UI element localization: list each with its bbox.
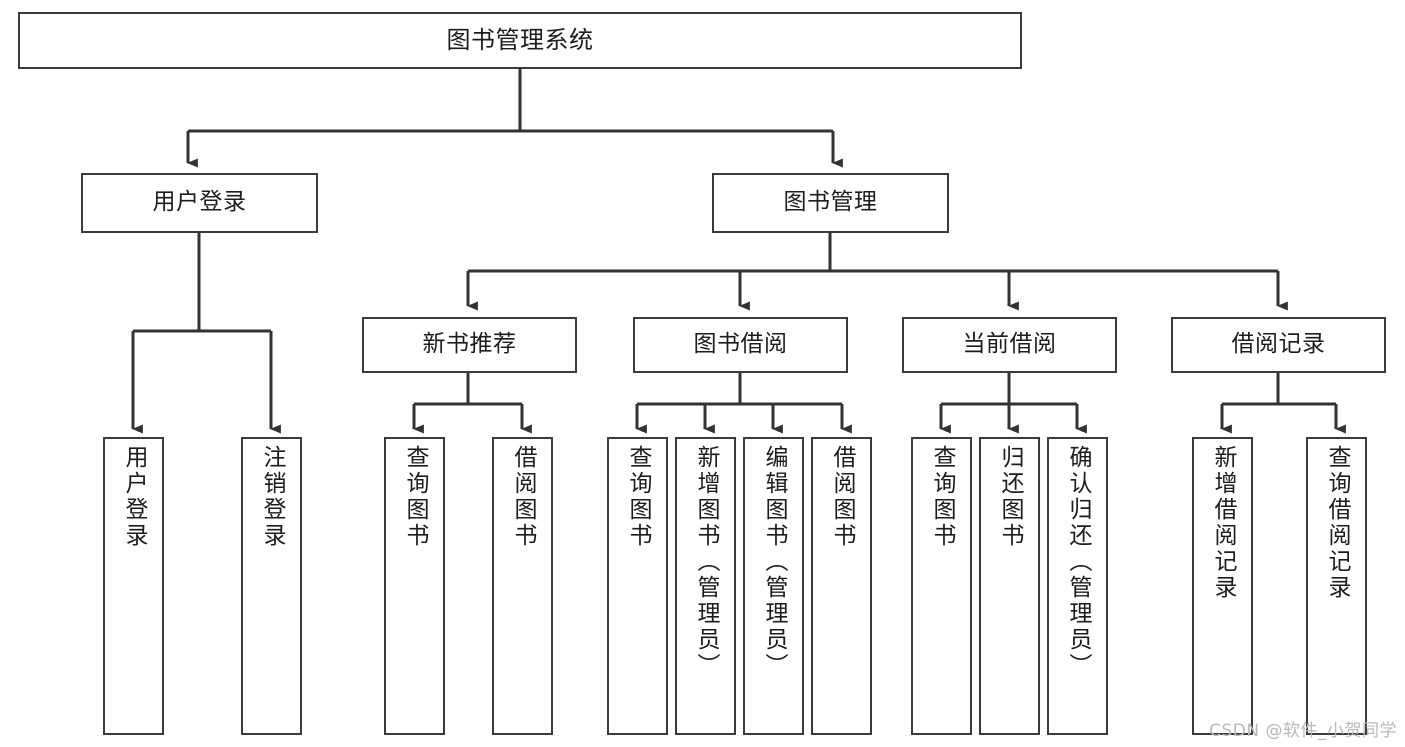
leaf-user-login-label: 用户登录 [121,445,147,549]
node-user-login-label: 用户登录 [152,189,247,216]
node-book-manage[interactable]: 图书管理 [712,173,949,233]
leaf-query-book-1[interactable]: 查询图书 [384,437,445,735]
node-current-borrow-label: 当前借阅 [962,331,1057,358]
node-current-borrow[interactable]: 当前借阅 [902,317,1117,373]
node-book-borrow[interactable]: 图书借阅 [633,317,848,373]
leaf-add-record-label: 新增借阅记录 [1210,445,1236,601]
watermark: CSDN @软件_小贺同学 [1209,721,1397,741]
leaf-borrow-book-1-label: 借阅图书 [510,445,536,549]
leaf-confirm-return[interactable]: 确认归还（管理员） [1047,437,1108,735]
leaf-query-book-2-label: 查询图书 [625,445,651,549]
leaf-borrow-book-1[interactable]: 借阅图书 [492,437,553,735]
leaf-query-record[interactable]: 查询借阅记录 [1306,437,1367,735]
leaf-logout-login[interactable]: 注销登录 [241,437,302,735]
leaf-borrow-book-2-label: 借阅图书 [829,445,855,549]
leaf-add-book[interactable]: 新增图书（管理员） [675,437,736,735]
node-new-book-recommend-label: 新书推荐 [422,331,517,358]
leaf-user-login[interactable]: 用户登录 [103,437,164,735]
leaf-return-book[interactable]: 归还图书 [979,437,1040,735]
leaf-logout-login-label: 注销登录 [259,445,285,549]
leaf-query-book-3[interactable]: 查询图书 [911,437,972,735]
leaf-query-book-3-label: 查询图书 [929,445,955,549]
leaf-query-book-1-label: 查询图书 [402,445,428,549]
leaf-edit-book[interactable]: 编辑图书（管理员） [743,437,804,735]
leaf-query-book-2[interactable]: 查询图书 [607,437,668,735]
leaf-query-record-label: 查询借阅记录 [1324,445,1350,601]
node-borrow-record[interactable]: 借阅记录 [1171,317,1386,373]
node-root[interactable]: 图书管理系统 [18,12,1022,69]
node-borrow-record-label: 借阅记录 [1231,331,1326,358]
leaf-add-record[interactable]: 新增借阅记录 [1192,437,1253,735]
leaf-confirm-return-label: 确认归还（管理员） [1065,445,1091,679]
leaf-edit-book-label: 编辑图书（管理员） [761,445,787,679]
node-new-book-recommend[interactable]: 新书推荐 [362,317,577,373]
leaf-return-book-label: 归还图书 [997,445,1023,549]
node-book-manage-label: 图书管理 [783,189,878,216]
node-root-label: 图书管理系统 [446,26,594,55]
node-book-borrow-label: 图书借阅 [693,331,788,358]
leaf-borrow-book-2[interactable]: 借阅图书 [811,437,872,735]
leaf-add-book-label: 新增图书（管理员） [693,445,719,679]
node-user-login[interactable]: 用户登录 [81,173,318,233]
